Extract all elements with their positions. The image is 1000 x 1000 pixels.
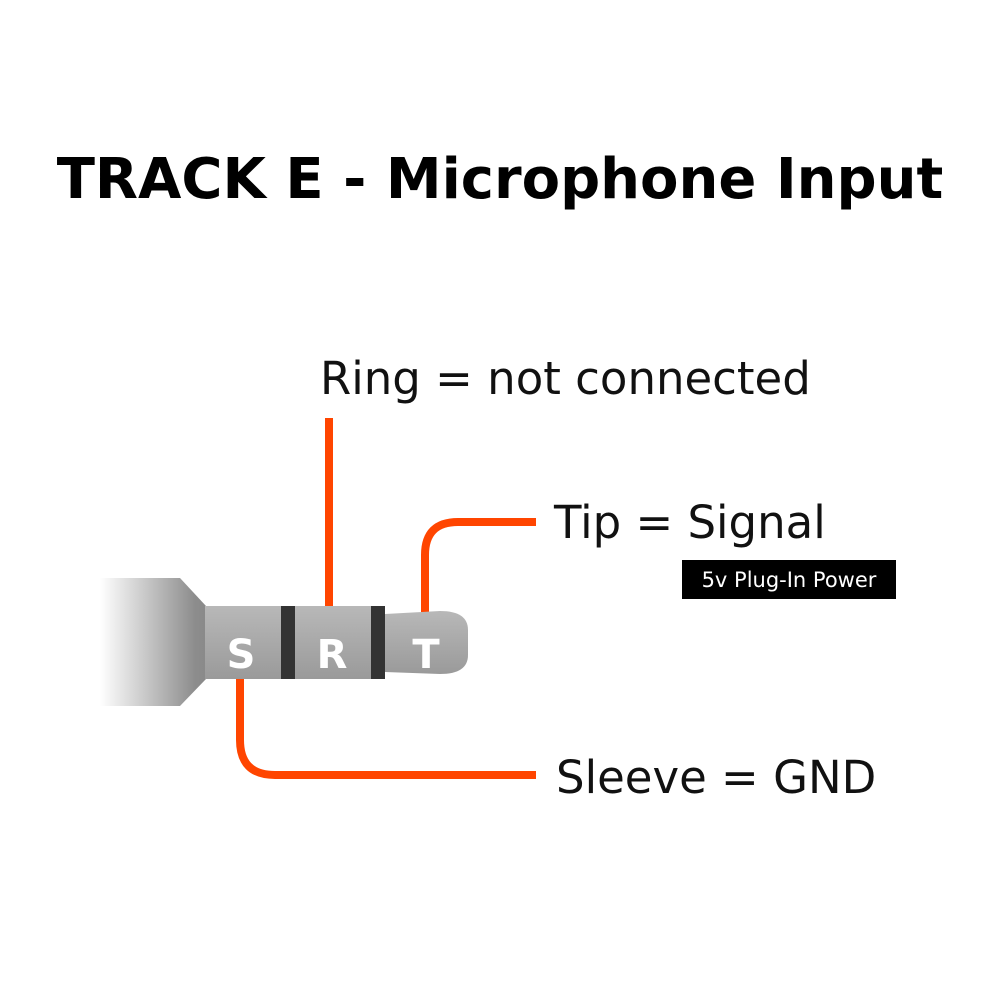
jack-band-1 <box>281 606 295 679</box>
jack-tip <box>385 611 468 674</box>
sleeve-label: Sleeve = GND <box>556 751 876 804</box>
page-title: TRACK E - Microphone Input <box>57 147 944 212</box>
jack-handle <box>100 578 206 706</box>
tip-note-badge <box>682 560 896 599</box>
ring-label: Ring = not connected <box>320 352 811 405</box>
tip-wire <box>421 518 536 614</box>
sleeve-letter: S <box>227 632 256 678</box>
sleeve-wire <box>236 677 536 779</box>
ring-letter: R <box>317 632 348 678</box>
tip-label: Tip = Signal <box>553 496 826 549</box>
tip-letter: T <box>412 632 440 678</box>
tip-note: 5v Plug-In Power <box>702 568 877 592</box>
jack-band-2 <box>371 606 385 679</box>
